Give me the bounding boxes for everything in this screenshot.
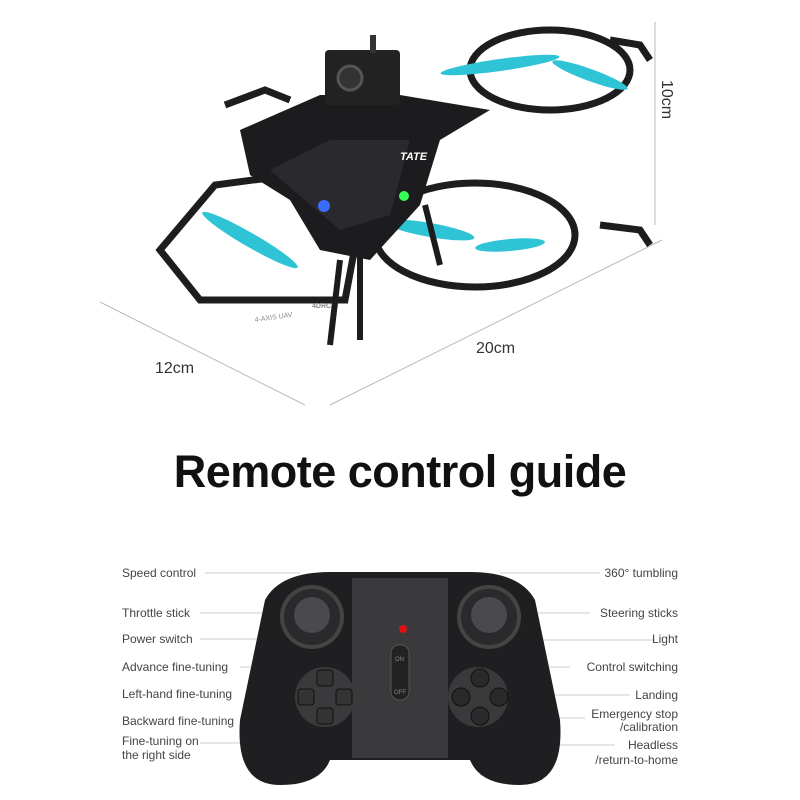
switch-on-label: ON xyxy=(395,657,404,663)
power-switch[interactable] xyxy=(390,644,410,701)
label-advance-fine-tuning: Advance fine-tuning xyxy=(122,660,229,674)
dpad[interactable] xyxy=(297,669,353,725)
label-calibration: /calibration xyxy=(619,720,678,734)
label-throttle-stick: Throttle stick xyxy=(122,606,191,620)
label-steering-sticks: Steering sticks xyxy=(599,606,678,620)
led-green xyxy=(399,191,409,201)
label-left-hand-fine-tuning: Left-hand fine-tuning xyxy=(122,687,233,701)
led-blue xyxy=(318,200,330,212)
dimension-lines xyxy=(99,22,663,406)
label-emergency-stop: Emergency stop xyxy=(591,707,678,721)
label-light: Light xyxy=(651,632,678,646)
label-return-to-home: /return-to-home xyxy=(595,753,678,767)
logo-text: 4DRC xyxy=(312,303,331,310)
label-headless: Headless xyxy=(627,738,678,752)
label-speed-control: Speed control xyxy=(122,566,197,580)
label-landing: Landing xyxy=(635,688,678,702)
propellers xyxy=(202,54,628,269)
depth-dimension: 12cm xyxy=(155,360,195,377)
indicator-light xyxy=(399,625,407,633)
width-dimension: 20cm xyxy=(476,340,516,357)
function-buttons[interactable] xyxy=(451,668,509,726)
body-text: TATE xyxy=(400,151,428,163)
drone-illustration: TATE 4-AXIS UAV 4DRC xyxy=(99,22,663,406)
label-power-switch: Power switch xyxy=(122,632,193,646)
label-control-switching: Control switching xyxy=(586,660,678,674)
landing-legs xyxy=(327,204,443,346)
label-fine-tuning-right-2: the right side xyxy=(122,748,191,762)
switch-off-label: OFF xyxy=(394,690,406,696)
page-title: Remote control guide xyxy=(173,446,627,497)
label-fine-tuning-right-1: Fine-tuning on xyxy=(122,734,199,748)
label-backward-fine-tuning: Backward fine-tuning xyxy=(122,714,235,728)
label-360-tumbling: 360° tumbling xyxy=(604,566,678,580)
